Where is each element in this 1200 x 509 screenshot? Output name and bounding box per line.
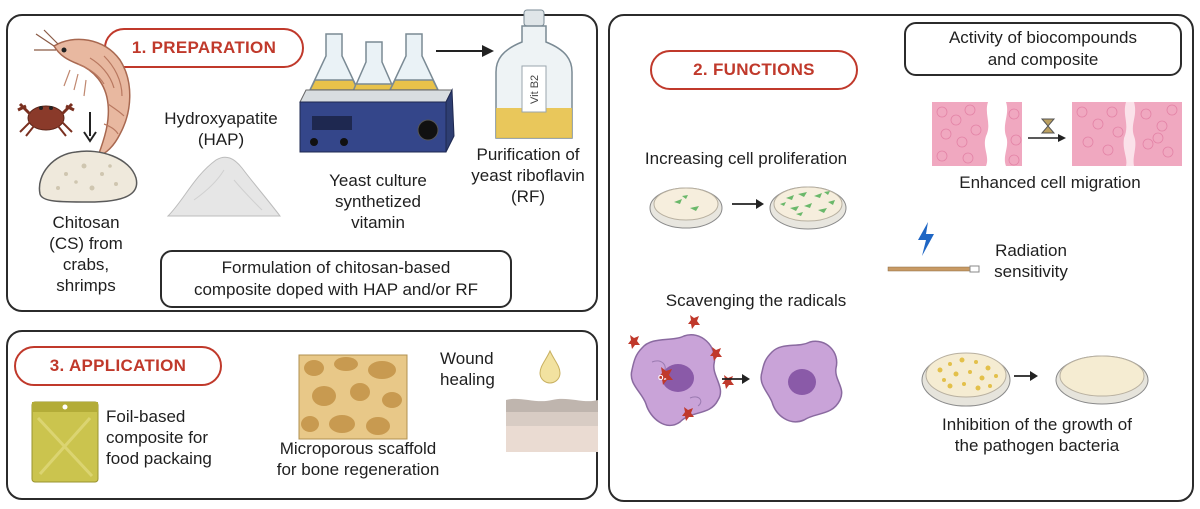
radical-stars-icon: O₂ [628, 315, 734, 421]
preparation-title: 1. PREPARATION [104, 28, 304, 68]
functions-panel [608, 14, 1194, 502]
functions-title: 2. FUNCTIONS [650, 50, 858, 90]
radicals-label: Scavenging the radicals [665, 291, 847, 310]
hydroxyapatite-powder-icon [166, 156, 282, 217]
lightning-icon [918, 222, 934, 256]
radical-cell-after-icon [760, 340, 843, 423]
scaffold-icon [298, 354, 408, 440]
crab-icon [17, 102, 75, 137]
scaffold-label: Microporous scaffold for bone regenerati… [276, 439, 440, 479]
radiation-label: Radiation sensitivity [994, 241, 1068, 281]
hourglass-icon [1028, 118, 1066, 142]
inhibition-label: Inhibition of the growth of the pathogen… [942, 415, 1132, 455]
hydroxyapatite-label: Hydroxyapatite (HAP) [164, 109, 278, 149]
preparation-panel [6, 14, 598, 312]
bacteria-dishes-icon [921, 352, 1038, 407]
skin-layers-icon [506, 398, 598, 452]
chitosan-label: Chitosan (CS) from crabs, shrimps [49, 213, 123, 295]
migration-tissue-before-icon [932, 102, 1022, 166]
radical-symbol: O₂ [658, 375, 667, 382]
proliferation-label: Increasing cell proliferation [644, 149, 848, 168]
vit-b2-label: Vit B2 [529, 75, 541, 104]
chitosan-powder-icon [38, 150, 138, 203]
migration-label: Enhanced cell migration [959, 173, 1141, 192]
proliferation-dishes-icon [649, 186, 847, 230]
arrow-down-icon [83, 112, 97, 143]
application-title: 3. APPLICATION [14, 346, 222, 386]
radical-cell-before-icon [630, 333, 722, 427]
foil-label: Foil-based composite for food packaing [106, 407, 212, 468]
drop-icon [539, 349, 561, 384]
purification-label: Purification of yeast riboflavin (RF) [471, 145, 585, 206]
foil-package-icon [31, 401, 99, 483]
clean-dish-icon [1055, 355, 1149, 405]
riboflavin-bottle-icon: Vit B2 [495, 9, 573, 139]
arrow-right-icon [436, 45, 494, 57]
arrow-right-icon [722, 374, 750, 384]
yeast-culture-label: Yeast culture synthetized vitamin [329, 171, 427, 232]
wound-label: Wound healing [440, 349, 495, 389]
flask-shaker-icon [299, 33, 455, 153]
formulation-text: Formulation of chitosan-based composite … [193, 258, 479, 299]
activity-text: Activity of biocompounds and composite [948, 28, 1138, 69]
radiation-rod-icon [887, 265, 980, 273]
migration-tissue-after-icon [1072, 102, 1182, 166]
formulation-box: Formulation of chitosan-based composite … [160, 250, 512, 308]
activity-box: Activity of biocompounds and composite [904, 22, 1182, 76]
